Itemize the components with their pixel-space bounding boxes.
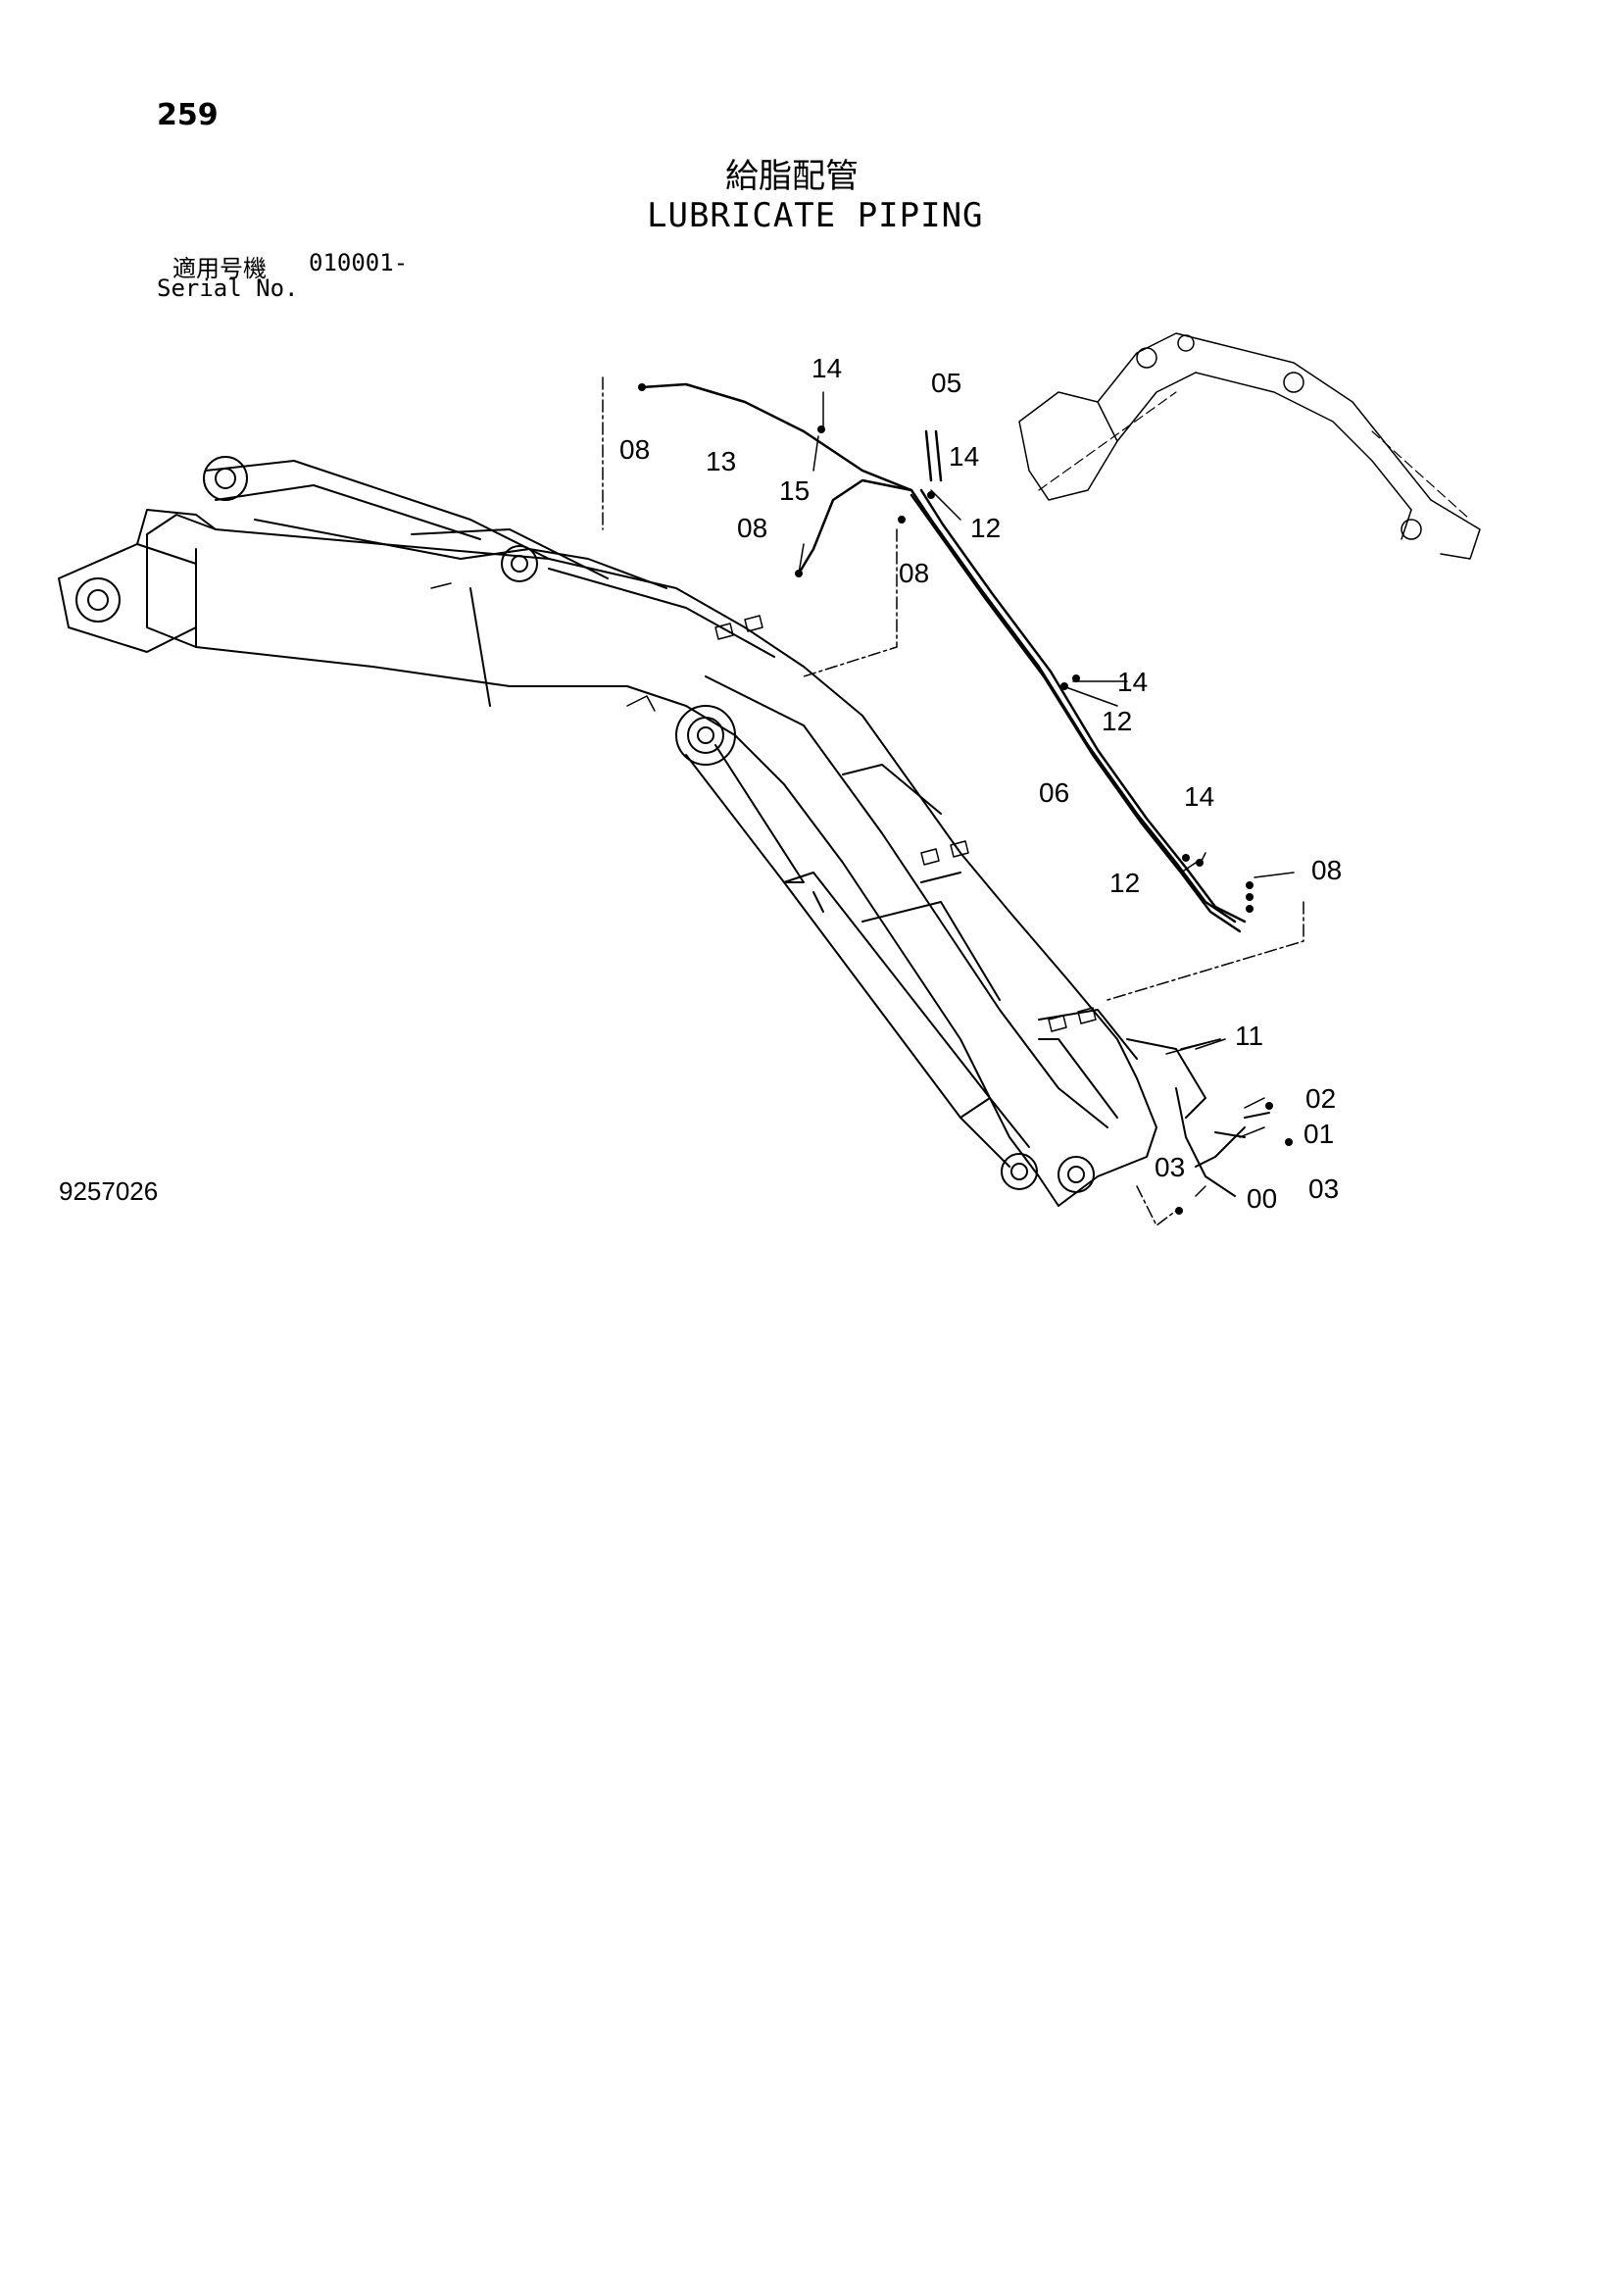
callout-12: 12 [1102,706,1132,736]
callout-13: 13 [706,446,736,476]
callout-labels: 14 05 08 13 15 14 12 08 08 14 12 06 14 1… [619,353,1342,1214]
callout-14: 14 [1117,667,1148,697]
callout-08: 08 [737,513,767,543]
lubrication-hoses [640,382,1247,933]
inset-dashed-frame [1038,391,1471,521]
callout-08: 08 [899,558,929,588]
callout-02: 02 [1305,1083,1336,1114]
callout-14: 14 [1184,781,1214,812]
arm-cylinder [675,705,1038,1190]
callout-00: 00 [1247,1183,1277,1214]
callout-11: 11 [1235,1021,1263,1051]
boom-upper-cylinder [203,456,667,589]
callout-12: 12 [970,513,1001,543]
inset-front-attachment [1018,332,1481,560]
serial-label-english: Serial No. [157,275,299,302]
callout-15: 15 [779,475,810,506]
callout-12: 12 [1109,868,1140,898]
callout-03: 03 [1308,1173,1339,1204]
boom-nose [1057,1038,1206,1193]
drawing-number: 9257026 [59,1176,159,1206]
callout-01: 01 [1303,1119,1334,1149]
callout-06: 06 [1039,777,1069,808]
callout-05: 05 [931,368,961,398]
page-number: 259 [157,98,219,132]
title-english: LUBRICATE PIPING [647,196,984,235]
boom-foot [58,509,217,653]
title-japanese: 給脂配管 [725,157,859,196]
serial-label-japanese: 適用号機 [172,255,267,282]
boom-outline [146,514,1157,1207]
lubricate-piping-diagram: 14 05 08 13 15 14 12 08 08 14 12 06 14 1… [58,332,1481,1226]
nose-piping [1175,1087,1270,1197]
callout-14: 14 [812,353,842,383]
callout-08: 08 [1311,855,1342,885]
grease-fittings [638,383,1293,1215]
leader-lines [602,376,1304,1226]
callout-leaders [798,391,1295,1197]
callout-08: 08 [619,434,650,465]
callout-14: 14 [949,441,979,472]
callout-03: 03 [1155,1152,1185,1182]
boom-plates [430,582,1097,1032]
serial-value: 010001- [309,249,409,276]
